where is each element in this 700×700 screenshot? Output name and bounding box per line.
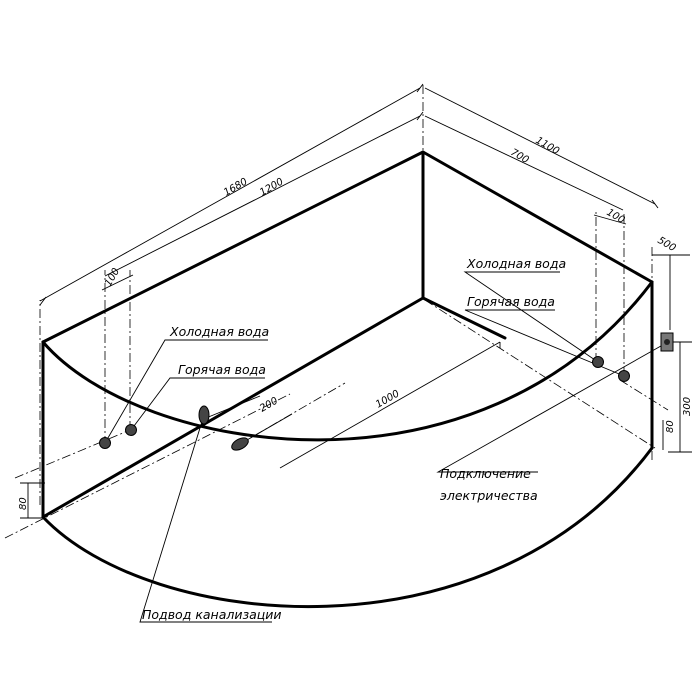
dim-text-500: 500 [656, 235, 678, 254]
label-drain-supply: Подвод канализации [142, 607, 282, 622]
hot-water-pipe-icon [618, 370, 630, 382]
dim-line-1680 [39, 87, 421, 302]
dim-line-100-right [593, 214, 627, 225]
label-cold-water-left: Холодная вода [169, 324, 269, 339]
leader-electric [436, 341, 669, 473]
dim-text-700: 700 [509, 147, 531, 166]
label-electric-line2: электричества [440, 488, 538, 503]
dim-text-100-left: 100 [103, 266, 122, 288]
pipe-axis-line-left [14, 429, 131, 479]
leader-drain [139, 414, 272, 623]
leader-hot-left [130, 377, 265, 431]
leader-hot-right [464, 309, 625, 377]
leader-cold-left [104, 339, 268, 444]
bathtub-top-front-arc [41, 280, 654, 442]
bathtub-bottom-back-right-edge [421, 296, 507, 340]
drain-icon [198, 405, 210, 425]
dim-line-700 [424, 115, 624, 211]
dim-text-1200: 1200 [258, 176, 286, 198]
leader-lines [104, 271, 669, 623]
dim-line-100-left [101, 274, 134, 291]
hot-water-pipe-icon [125, 424, 137, 436]
dim-text-1100: 1100 [534, 135, 562, 157]
label-hot-water-right: Горячая вода [467, 294, 555, 309]
cold-water-pipe-icon [592, 356, 604, 368]
dim-text-80-right: 80 [665, 420, 676, 433]
dim-line-1100 [424, 87, 656, 205]
dim-text-200: 200 [258, 396, 280, 415]
electric-socket-icon [660, 332, 674, 352]
pipe-axis-line-right [619, 379, 669, 411]
floor-axis-line [4, 393, 291, 539]
dim-line-1200 [104, 115, 421, 277]
cold-water-pipe-icon [99, 437, 111, 449]
label-cold-water-right: Холодная вода [466, 256, 566, 271]
label-electric-line1: Подключение [440, 466, 531, 481]
dim-line-200 [239, 413, 293, 445]
drain-icon [231, 437, 249, 451]
connections [99, 332, 674, 451]
dimension-lines [20, 83, 692, 519]
bathtub-outline [41, 150, 654, 609]
right-floor-axis [424, 299, 656, 449]
leader-cold-right [463, 271, 599, 363]
labels: Холодная вода Горячая вода Холодная вода… [142, 256, 566, 622]
dim-text-300: 300 [682, 397, 693, 416]
bathtub-bottom-front-arc [41, 446, 654, 609]
dimension-texts: 1680 1200 100 1100 700 100 500 300 80 80… [18, 135, 693, 510]
dim-text-1680: 1680 [222, 176, 250, 198]
bathtub-bottom-back-left-edge [41, 296, 425, 519]
dim-line-1000 [279, 341, 501, 469]
dim-text-1000: 1000 [374, 388, 402, 410]
dim-text-80-left: 80 [18, 497, 29, 510]
label-hot-water-left: Горячая вода [178, 362, 266, 377]
